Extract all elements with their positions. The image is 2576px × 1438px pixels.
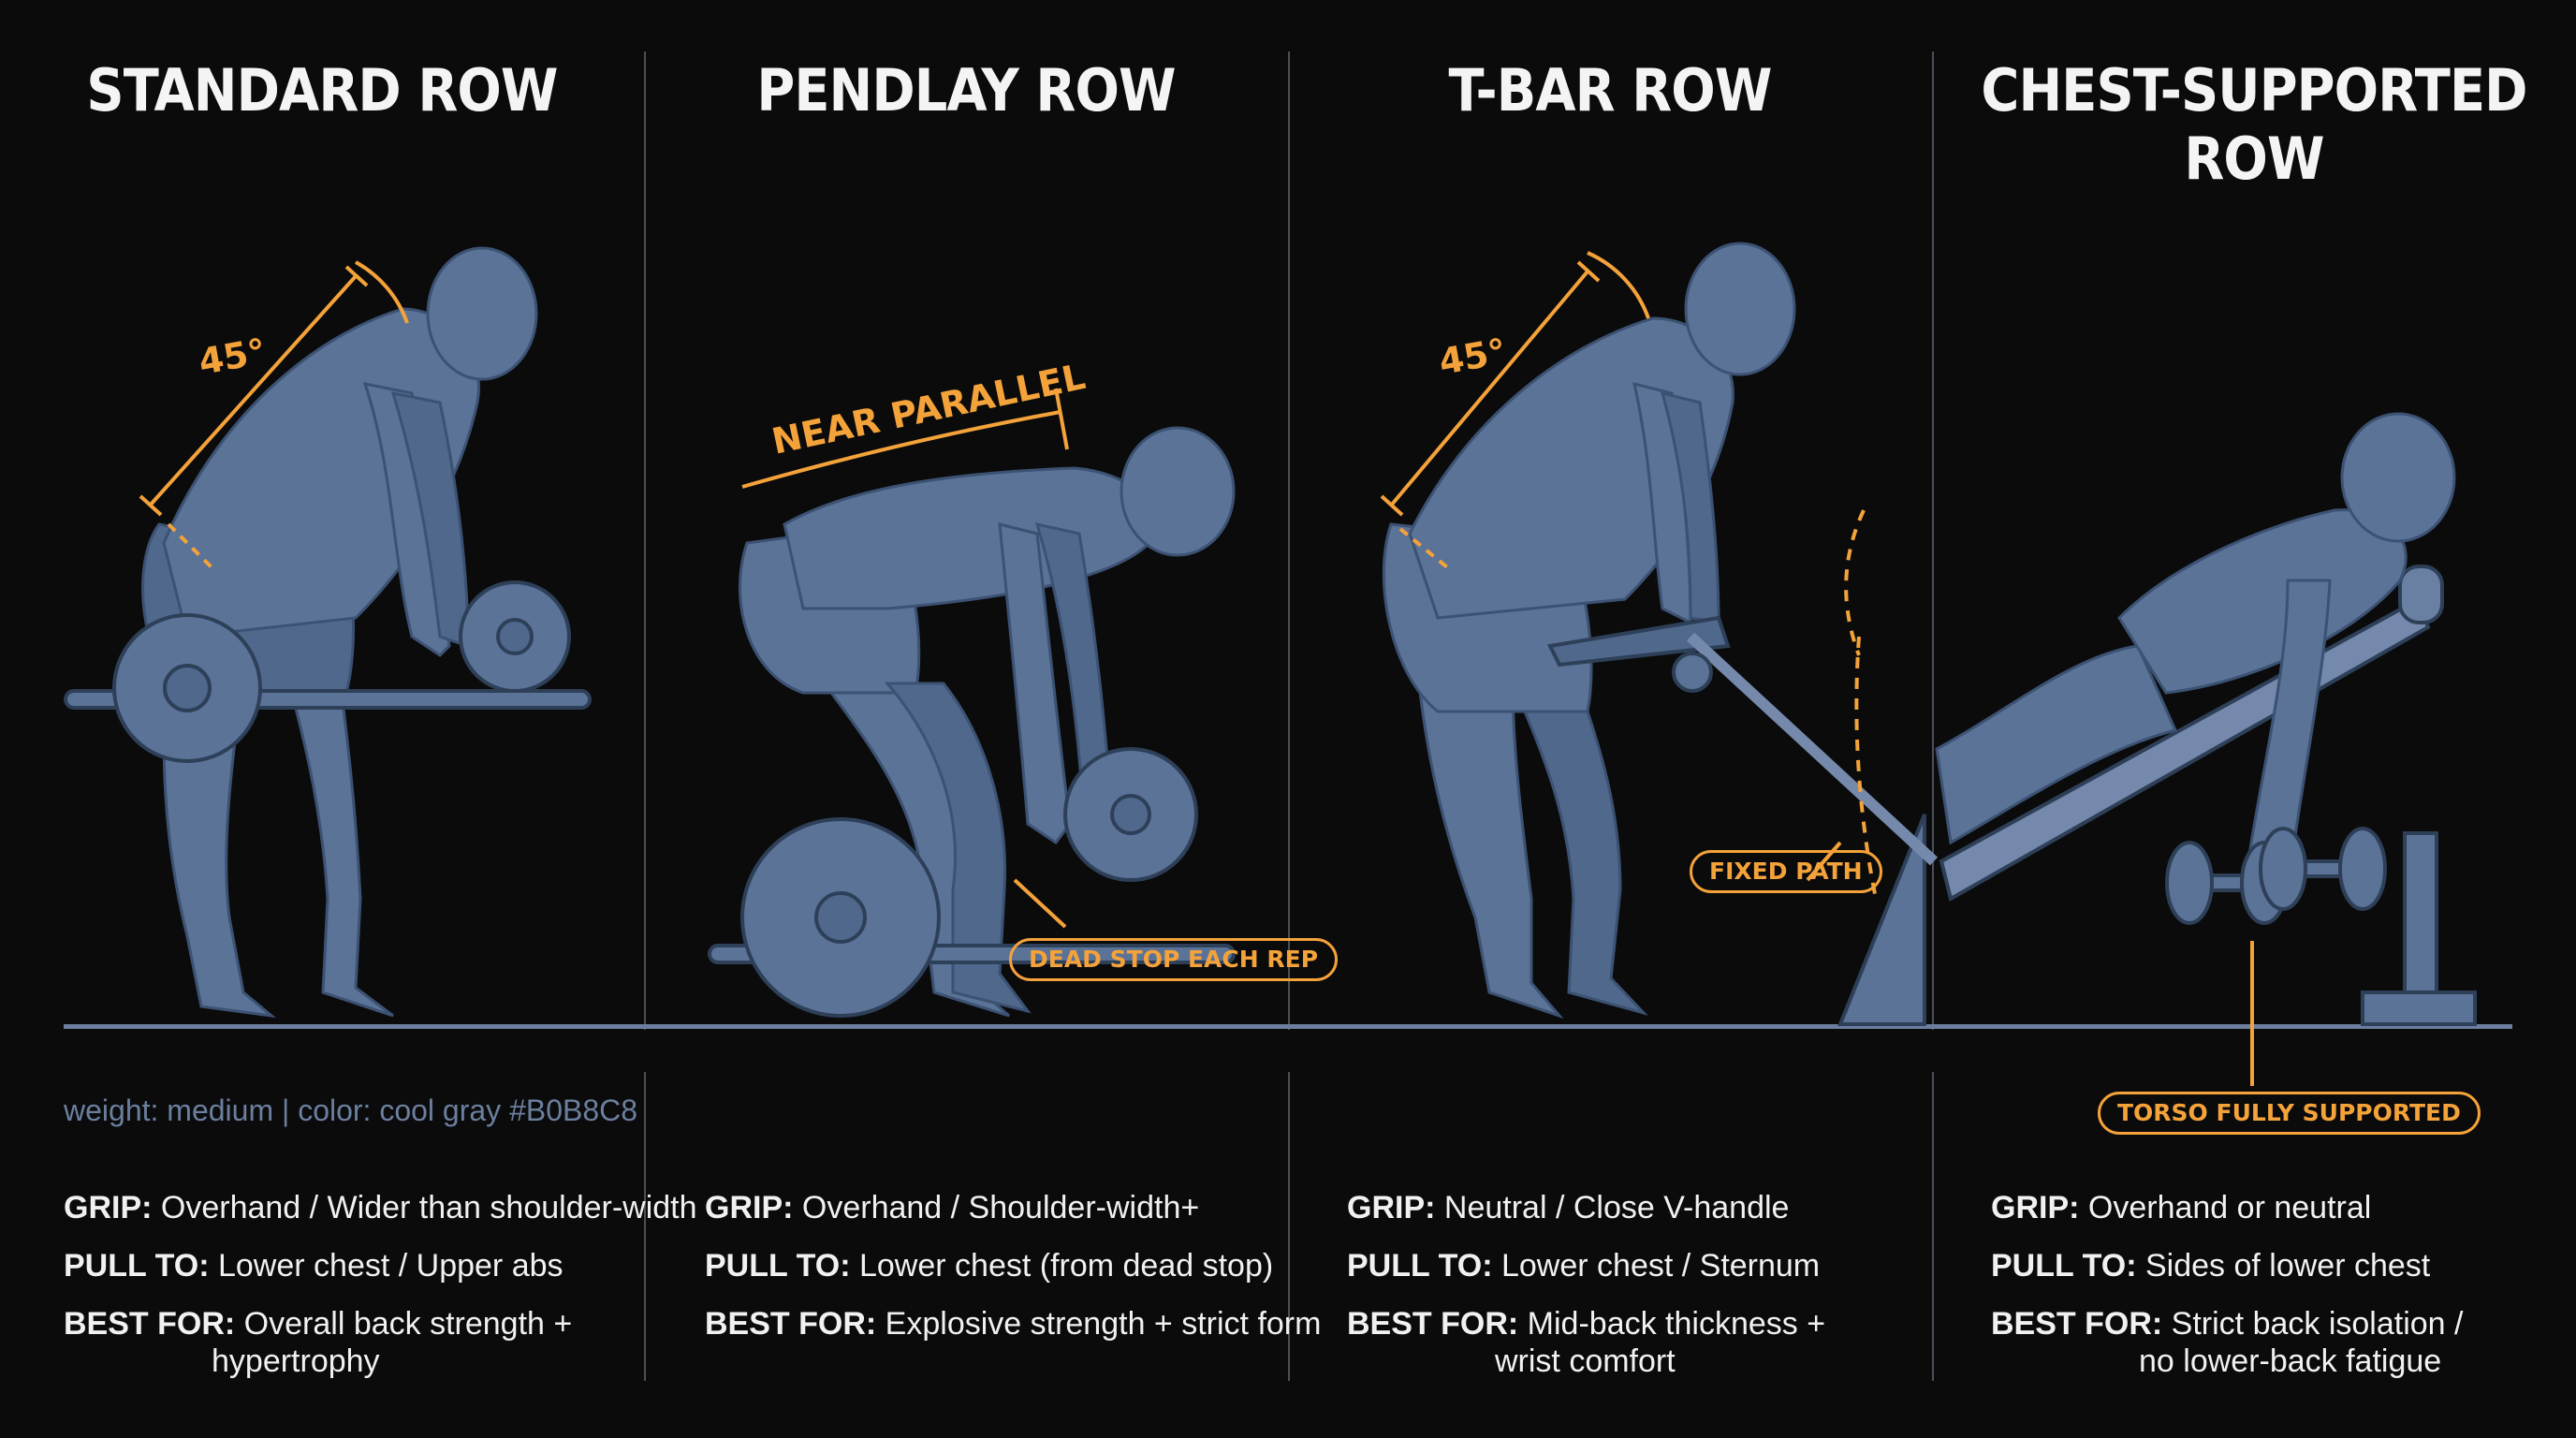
best-label: BEST FOR: [64,1306,236,1342]
best-label: BEST FOR: [1347,1306,1519,1342]
grip-label: GRIP: [1347,1190,1436,1225]
floor-line [64,1024,2512,1029]
panel-divider [644,1072,646,1381]
grip-value: Overhand or neutral [2087,1190,2372,1225]
callout-torso-fully-supported: TORSO FULLY SUPPORTED [2098,1092,2481,1135]
best-value-cont: hypertrophy [212,1343,380,1379]
pull-value: Lower chest / Sternum [1500,1248,1821,1284]
grip-label: GRIP: [64,1190,153,1225]
pull-value: Lower chest / Upper abs [217,1248,564,1284]
angle-label-45: 45° [196,330,269,383]
pull-label: PULL TO: [1347,1248,1493,1284]
pull-label: PULL TO: [705,1248,851,1284]
grip-label: GRIP: [1991,1190,2080,1225]
pendlay-row-illustration: NEAR PARALLEL [708,356,1236,1018]
pull-label: PULL TO: [64,1248,210,1284]
angle-label-near-parallel: NEAR PARALLEL [768,356,1089,462]
standard-row-illustration: 45° [64,246,592,1019]
grip-value: Overhand / Wider than shoulder-width [160,1190,697,1225]
panel-title-standard-row: STANDARD ROW [86,56,558,125]
info-pendlay-row: GRIP: Overhand / Shoulder-width+ PULL TO… [705,1189,1321,1363]
best-value-cont: wrist comfort [1495,1343,1676,1379]
chest-supported-row-illustration [1935,412,2477,1086]
pull-label: PULL TO: [1991,1248,2137,1284]
panel-title-chest-supported-row: CHEST-SUPPORTED ROW [1981,56,2527,193]
panel-divider [1932,1072,1934,1381]
best-label: BEST FOR: [1991,1306,2163,1342]
best-label: BEST FOR: [705,1306,877,1342]
grip-label: GRIP: [705,1190,794,1225]
info-chest-supported-row: GRIP: Overhand or neutral PULL TO: Sides… [1991,1189,2463,1401]
best-value-cont: no lower-back fatigue [2139,1343,2442,1379]
panel-title-t-bar-row: T-BAR ROW [1448,56,1772,125]
info-t-bar-row: GRIP: Neutral / Close V-handle PULL TO: … [1347,1189,1825,1401]
best-value: Explosive strength + strict form [885,1306,1322,1342]
grip-value: Overhand / Shoulder-width+ [801,1190,1200,1225]
pull-value: Sides of lower chest [2144,1248,2431,1284]
panel-divider [1288,51,1290,1030]
grip-value: Neutral / Close V-handle [1443,1190,1790,1225]
callout-fixed-path: FIXED PATH [1690,850,1882,893]
best-value: Mid-back thickness + [1527,1306,1826,1342]
style-note: weight: medium | color: cool gray #B0B8C… [64,1093,638,1127]
panel-divider [1288,1072,1290,1381]
best-value: Strict back isolation / [2171,1306,2464,1342]
panel-divider [1932,51,1934,1030]
callout-dead-stop: DEAD STOP EACH REP [1009,938,1339,981]
panel-divider [644,51,646,1030]
panel-title-pendlay-row: PENDLAY ROW [756,56,1176,125]
t-bar-row-illustration: 45° [1380,242,1939,1026]
pull-value: Lower chest (from dead stop) [858,1248,1274,1284]
info-standard-row: GRIP: Overhand / Wider than shoulder-wid… [64,1189,697,1401]
best-value: Overall back strength + [243,1306,573,1342]
